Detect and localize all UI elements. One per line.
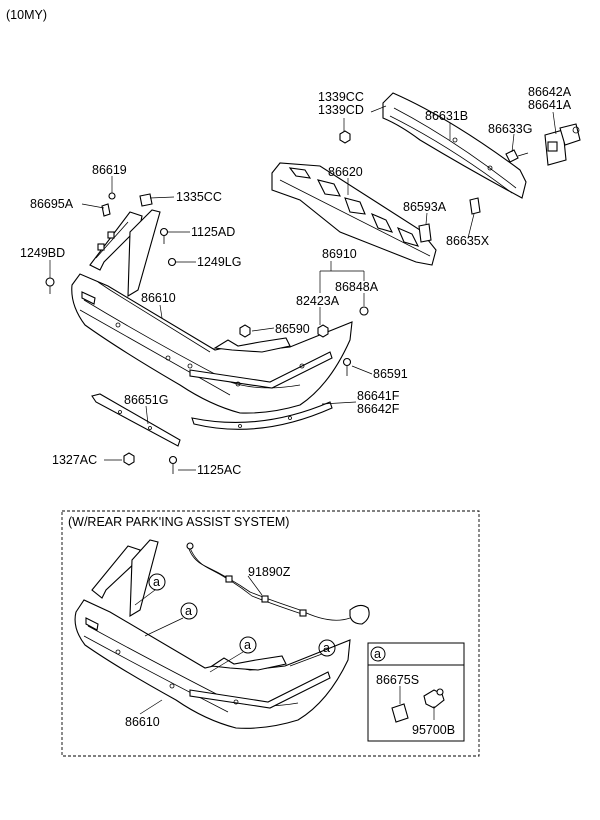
model-year-label: (10MY): [6, 8, 47, 22]
label-1125AC: 1125AC: [197, 463, 241, 477]
bracket-1335CC: [139, 193, 153, 207]
clip-86619: [108, 192, 116, 200]
clip-86848A: [359, 306, 369, 316]
label-86633G: 86633G: [488, 122, 532, 136]
label-86631B: 86631B: [425, 109, 468, 123]
ref-marker-4: a: [323, 641, 330, 655]
ref-marker-2: a: [185, 604, 192, 618]
label-1125AD: 1125AD: [191, 225, 235, 239]
detail-label-86675S: 86675S: [376, 673, 419, 687]
upper-support-bracket: [127, 209, 161, 297]
label-86910: 86910: [322, 247, 357, 261]
ref-marker-1: a: [153, 575, 160, 589]
detail-box-header: a: [374, 647, 381, 661]
beam-bracket: [544, 123, 581, 166]
label-86642A: 86642A: [528, 85, 572, 99]
label-86642F: 86642F: [357, 402, 400, 416]
energy-absorber: [271, 162, 437, 266]
bumper-cover: [71, 273, 353, 414]
label-86620: 86620: [328, 165, 363, 179]
nut-82423A: [317, 324, 329, 338]
label-1249BD: 1249BD: [20, 246, 65, 260]
upper-rail: [213, 337, 291, 353]
inset-title: (W/REAR PARK'ING ASSIST SYSTEM): [68, 515, 289, 529]
inset-frame: [61, 510, 480, 757]
beam-clip-86633G: [505, 149, 529, 163]
label-82423A: 82423A: [296, 294, 340, 308]
reflector-86641F: [191, 401, 333, 430]
inset-label-86610: 86610: [125, 715, 160, 729]
label-86641A: 86641A: [528, 98, 572, 112]
clip-86635X: [469, 197, 481, 215]
bumper-beam: [382, 92, 527, 199]
screw-86591: [342, 357, 352, 376]
lower-rail-86651G: [91, 393, 181, 447]
callout-labels: 1339CC 1339CD 86631B 86642A 86641A 86633…: [20, 85, 572, 477]
label-86610: 86610: [141, 291, 176, 305]
label-86635X: 86635X: [446, 234, 490, 248]
detail-box-a: [367, 642, 465, 742]
label-1327AC: 1327AC: [52, 453, 97, 467]
nut-1327AC: [123, 452, 135, 466]
label-86590: 86590: [275, 322, 310, 336]
label-1249LG: 1249LG: [197, 255, 241, 269]
ref-marker-3: a: [244, 638, 251, 652]
label-86593A: 86593A: [403, 200, 447, 214]
label-86619: 86619: [92, 163, 127, 177]
label-1339CD: 1339CD: [318, 103, 364, 117]
screw-1125AC: [168, 455, 178, 474]
screw-1249BD: [45, 277, 55, 294]
absorber-pad-86593A: [418, 223, 432, 243]
inset-label-91890Z: 91890Z: [248, 565, 291, 579]
clip-86695A: [101, 203, 111, 217]
screw-1249LG: [167, 257, 177, 267]
screw-1339CC: [339, 130, 351, 144]
inset-parking-assist: (W/REAR PARK'ING ASSIST SYSTEM) 91890Z a…: [61, 510, 480, 757]
label-86651G: 86651G: [124, 393, 168, 407]
nut-86590: [239, 324, 251, 338]
label-86695A: 86695A: [30, 197, 74, 211]
label-86641F: 86641F: [357, 389, 400, 403]
label-86591: 86591: [373, 367, 408, 381]
label-1335CC: 1335CC: [176, 190, 222, 204]
leader-lines: [49, 105, 557, 471]
label-1339CC: 1339CC: [318, 90, 364, 104]
screw-1125AD: [159, 227, 169, 244]
label-86848A: 86848A: [335, 280, 379, 294]
detail-label-95700B: 95700B: [412, 723, 455, 737]
